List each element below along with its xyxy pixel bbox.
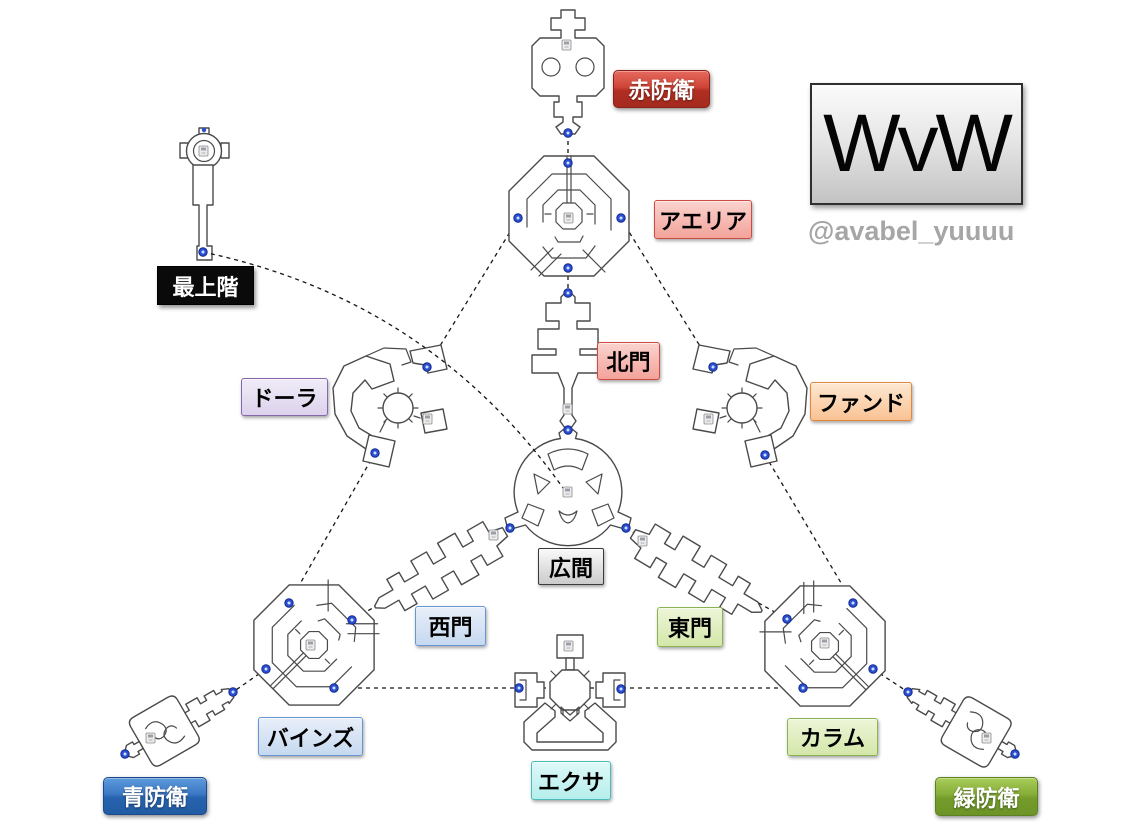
connection-top-floor-to-hall: [202, 251, 564, 489]
label-fand: ファンド: [810, 382, 912, 421]
label-blue-defense: 青防衛: [103, 777, 207, 815]
label-green-defense: 緑防衛: [935, 777, 1038, 816]
label-red-defense: 赤防衛: [613, 70, 710, 108]
structure-blue-key: [111, 668, 246, 778]
label-west-gate: 西門: [415, 606, 486, 646]
structure-green-key: [895, 668, 1029, 779]
label-aeria: アエリア: [654, 200, 752, 239]
label-east-gate: 東門: [657, 607, 723, 647]
structure-exa-hall: [514, 634, 626, 751]
structure-dora-tower: [332, 344, 448, 468]
wvw-title-text: WvW: [823, 98, 1013, 189]
label-column: カラム: [787, 718, 878, 756]
structure-red-keep: [531, 9, 605, 135]
structure-fand-tower: [692, 344, 808, 468]
label-exa: エクサ: [531, 761, 611, 800]
wvw-title-box: WvW: [810, 83, 1023, 205]
label-top-floor: 最上階: [157, 266, 254, 305]
structure-north-gate-corridor: [531, 292, 605, 429]
credit-handle: @avabel_yuuuu: [808, 216, 1015, 246]
label-dora: ドーラ: [241, 378, 328, 416]
label-vines: バインズ: [258, 717, 363, 756]
label-north-gate: 北門: [597, 342, 660, 380]
label-hall: 広間: [538, 548, 604, 585]
